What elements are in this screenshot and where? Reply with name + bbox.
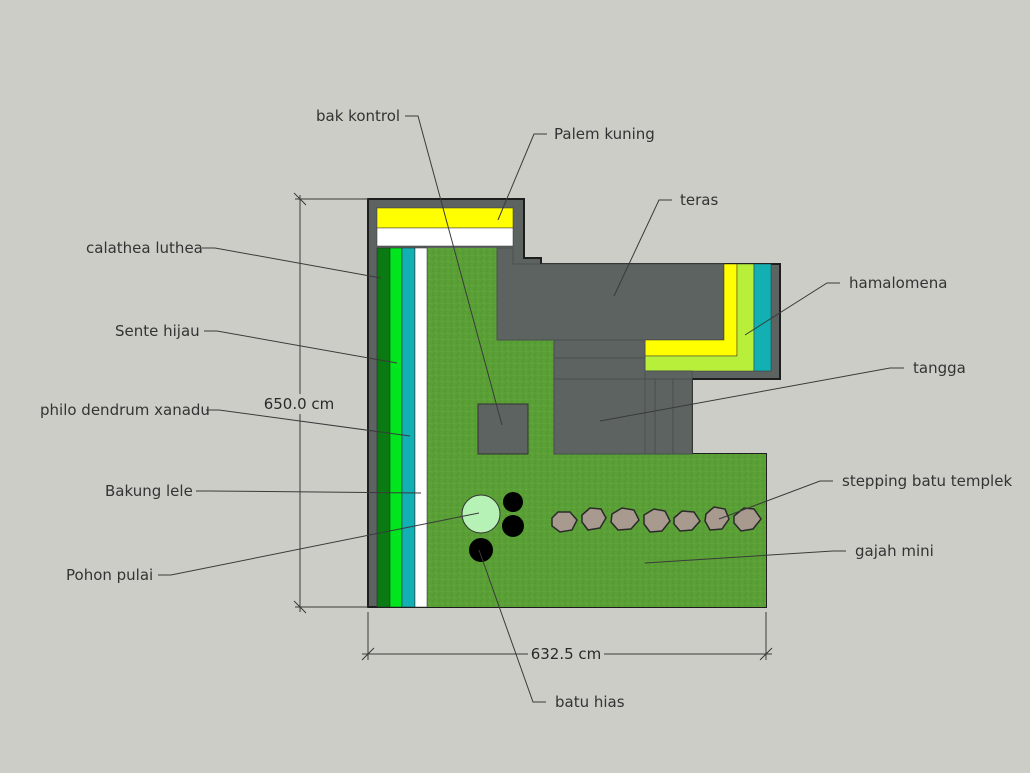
- leader-tangga: [599, 367, 904, 422]
- stairs-area: [553, 339, 646, 455]
- label-stepping-batu-templek: stepping batu templek: [842, 472, 1012, 490]
- leader-batu-hias: [478, 549, 546, 703]
- leader-bakung-lele: [196, 490, 422, 494]
- bakung-lele-strip: [414, 247, 428, 608]
- label-bakung-lele: Bakung lele: [105, 482, 193, 500]
- leader-calathea: [202, 247, 382, 279]
- stepping-stone: [551, 511, 578, 533]
- height-dimension-label: 650.0 cm: [264, 395, 335, 413]
- pohon-pulai-tree: [461, 494, 501, 534]
- sente-hijau-strip: [389, 247, 403, 608]
- white-strip-top: [376, 227, 514, 247]
- label-teras: teras: [680, 191, 718, 209]
- leader-gajah-mini: [644, 550, 846, 564]
- stepping-stone: [610, 507, 640, 531]
- batu-hias-stone: [469, 538, 493, 562]
- width-dimension-label: 632.5 cm: [531, 645, 602, 663]
- calathea-luthea-strip: [376, 247, 391, 608]
- leader-hamalomena: [744, 282, 840, 336]
- label-gajah-mini: gajah mini: [855, 542, 934, 560]
- philo-xanadu-strip: [401, 247, 416, 608]
- label-hamalomena: hamalomena: [849, 274, 947, 292]
- leader-philo: [206, 409, 411, 437]
- leader-palem-kuning: [497, 133, 547, 221]
- label-bak-kontrol: bak kontrol: [316, 107, 400, 125]
- label-philo-dendrum-xanadu: philo dendrum xanadu: [40, 401, 210, 419]
- stairs-lower: [644, 370, 693, 455]
- stepping-stone: [673, 510, 701, 532]
- leader-teras: [613, 199, 672, 297]
- leader-stepping: [718, 480, 833, 520]
- batu-hias-stone: [502, 515, 524, 537]
- stepping-stone: [581, 507, 607, 531]
- leader-bak-kontrol: [405, 115, 503, 426]
- leader-lines: [158, 115, 904, 703]
- batu-hias-stone: [503, 492, 523, 512]
- hamalomena-teal-strip: [753, 263, 772, 372]
- stepping-stone: [643, 508, 671, 533]
- stepping-stones: [551, 506, 762, 533]
- control-box: [477, 403, 529, 455]
- stepping-stone: [733, 507, 762, 532]
- label-tangga: tangga: [913, 359, 966, 377]
- label-pohon-pulai: Pohon pulai: [66, 566, 153, 584]
- height-dimension: 650.0 cm: [260, 192, 368, 614]
- palem-kuning-strip: [376, 207, 514, 229]
- label-sente-hijau: Sente hijau: [115, 322, 200, 340]
- leader-sente-hijau: [204, 330, 398, 364]
- label-palem-kuning: Palem kuning: [554, 125, 655, 143]
- leader-pohon-pulai: [158, 512, 480, 576]
- width-dimension: 632.5 cm: [361, 612, 773, 664]
- label-calathea-luthea: calathea luthea: [86, 239, 203, 257]
- stepping-stone: [704, 506, 730, 531]
- label-batu-hias: batu hias: [555, 693, 625, 711]
